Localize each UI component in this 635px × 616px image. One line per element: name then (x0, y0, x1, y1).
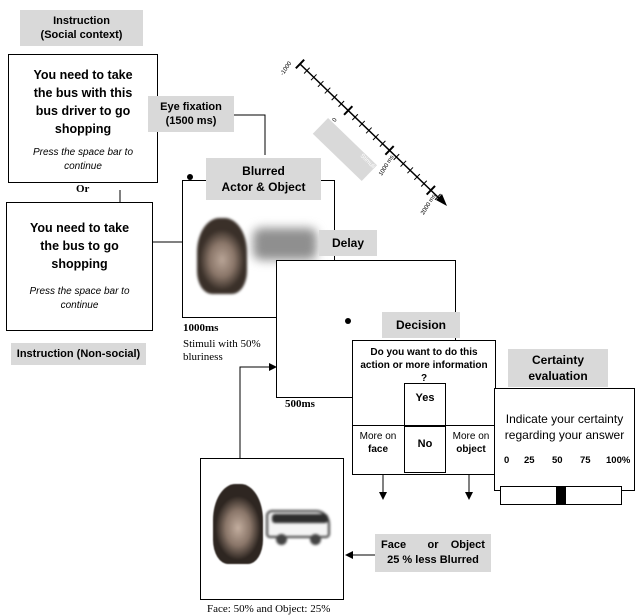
instruction-nonsocial-box: You need to take the bus to go shopping … (6, 202, 153, 331)
result-tag: Face or Object 25 % less Blurred (375, 534, 491, 572)
delay-duration: 500ms (285, 398, 315, 410)
instruction-social-tag: Instruction (Social context) (20, 10, 143, 46)
scale-label-75: 75 (580, 455, 591, 466)
tick-label-minus-1000: -1000 (280, 60, 294, 77)
yes-no-divider (404, 425, 446, 427)
certainty-screen: Indicate your certainty regarding your a… (494, 388, 635, 491)
delay-tag: Delay (319, 230, 377, 256)
final-caption: Face: 50% and Object: 25% (207, 603, 331, 615)
certainty-slider[interactable] (500, 486, 622, 505)
instruction-nonsocial-hint: Press the space bar to continue (29, 286, 130, 311)
tick-label-2000: 2000 ms (420, 194, 437, 217)
fixation-dot (187, 174, 193, 180)
delay-fixation-dot (345, 318, 351, 324)
scale-label-100: 100% (606, 455, 631, 466)
blurred-note: Stimuli with 50% bluriness (183, 338, 261, 363)
decision-question: Do you want to do this action or more in… (360, 347, 488, 384)
instruction-social-text: You need to take the bus with this bus d… (33, 68, 133, 136)
instruction-social-hint: Press the space bar to continue (32, 147, 134, 172)
yes-button[interactable]: Yes (415, 392, 435, 404)
tick-label-0: 0 (332, 117, 339, 123)
instruction-nonsocial-text: You need to take the bus to go shopping (29, 221, 130, 271)
or-label: Or (76, 183, 90, 195)
instruction-social-box: You need to take the bus with this bus d… (8, 54, 158, 183)
decision-tag: Decision (382, 312, 460, 338)
instruction-nonsocial-tag: Instruction (Non-social) (11, 343, 146, 365)
stimuli-bar (312, 117, 377, 182)
certainty-slider-thumb[interactable] (556, 486, 566, 505)
certainty-prompt: Indicate your certainty regarding your a… (504, 412, 625, 442)
decision-option-column (404, 383, 446, 473)
scale-label-50: 50 (552, 455, 563, 466)
scale-label-0: 0 (504, 455, 510, 466)
blurred-tag: Blurred Actor & Object (206, 158, 321, 200)
bus-image (266, 510, 330, 546)
scale-label-25: 25 (524, 455, 535, 466)
certainty-tag: Certainty evaluation (508, 349, 608, 387)
blurred-face-image (197, 218, 247, 294)
timeline-arrowhead (436, 194, 447, 206)
face-image (213, 484, 263, 564)
blurred-duration: 1000ms (183, 322, 219, 334)
blurred-object-image (253, 228, 317, 260)
timeline-axis (299, 63, 443, 202)
no-button[interactable]: No (417, 438, 433, 450)
tick-label-1000: 1000 ms (378, 155, 395, 178)
eye-fixation-tag: Eye fixation (1500 ms) (148, 96, 234, 132)
